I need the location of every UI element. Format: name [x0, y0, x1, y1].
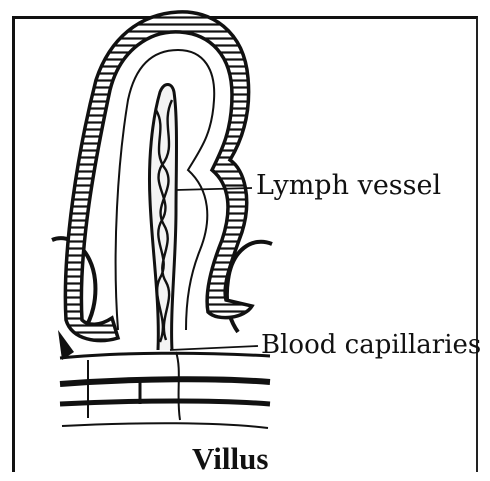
base-vessel-exit — [176, 352, 180, 420]
diagram-title: Villus — [192, 441, 268, 477]
base-layer-low — [60, 401, 270, 404]
blood-capillaries-label: Blood capillaries — [261, 330, 481, 360]
base-layer-top — [60, 353, 270, 358]
lymph-vessel-label: Lymph vessel — [256, 170, 441, 201]
blood-capillaries-pointer — [170, 346, 258, 350]
base-layer-mid — [60, 379, 270, 384]
base-layer-bottom — [62, 423, 268, 428]
